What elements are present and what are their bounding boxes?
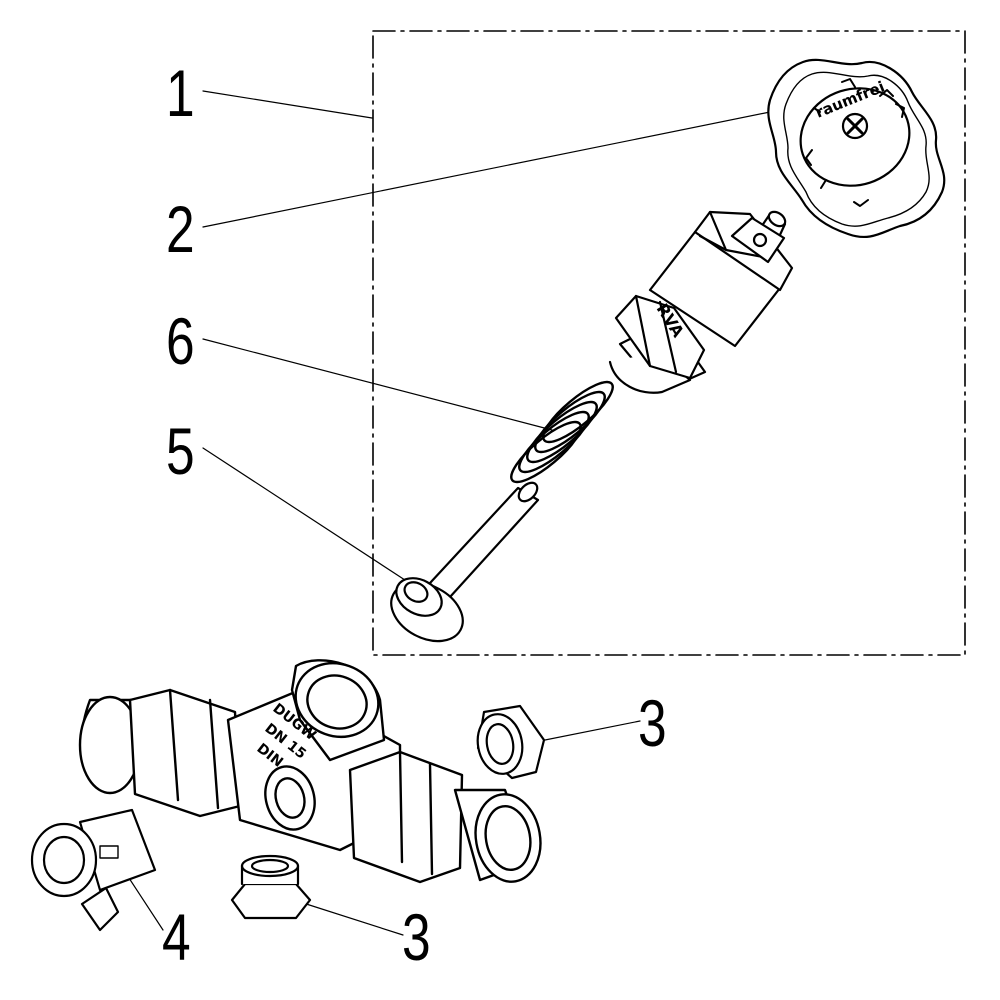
drain-valve: [30, 808, 157, 932]
plug-lower: [230, 854, 312, 920]
top-cartridge: [608, 210, 794, 394]
plug-upper: [476, 704, 546, 780]
callout-3-lower: 3: [402, 900, 431, 974]
callout-5: 5: [166, 414, 195, 488]
handwheel: [767, 58, 946, 239]
valve-stem: [390, 481, 540, 643]
callout-1: 1: [166, 56, 195, 130]
leader-lines: [126, 90, 771, 936]
leader-3b: [299, 901, 404, 936]
leader-2: [202, 111, 771, 228]
callout-2: 2: [166, 192, 195, 266]
leader-1: [202, 90, 373, 119]
spring: [510, 380, 614, 484]
valve-body: [78, 659, 542, 884]
callout-6: 6: [166, 304, 195, 378]
callout-3-upper: 3: [638, 686, 667, 760]
leader-4: [126, 874, 164, 931]
leader-3a: [529, 720, 641, 744]
callout-4: 4: [162, 900, 191, 974]
leader-6: [202, 338, 553, 431]
leader-5: [202, 447, 409, 583]
assembly-group-frame: [372, 30, 966, 656]
